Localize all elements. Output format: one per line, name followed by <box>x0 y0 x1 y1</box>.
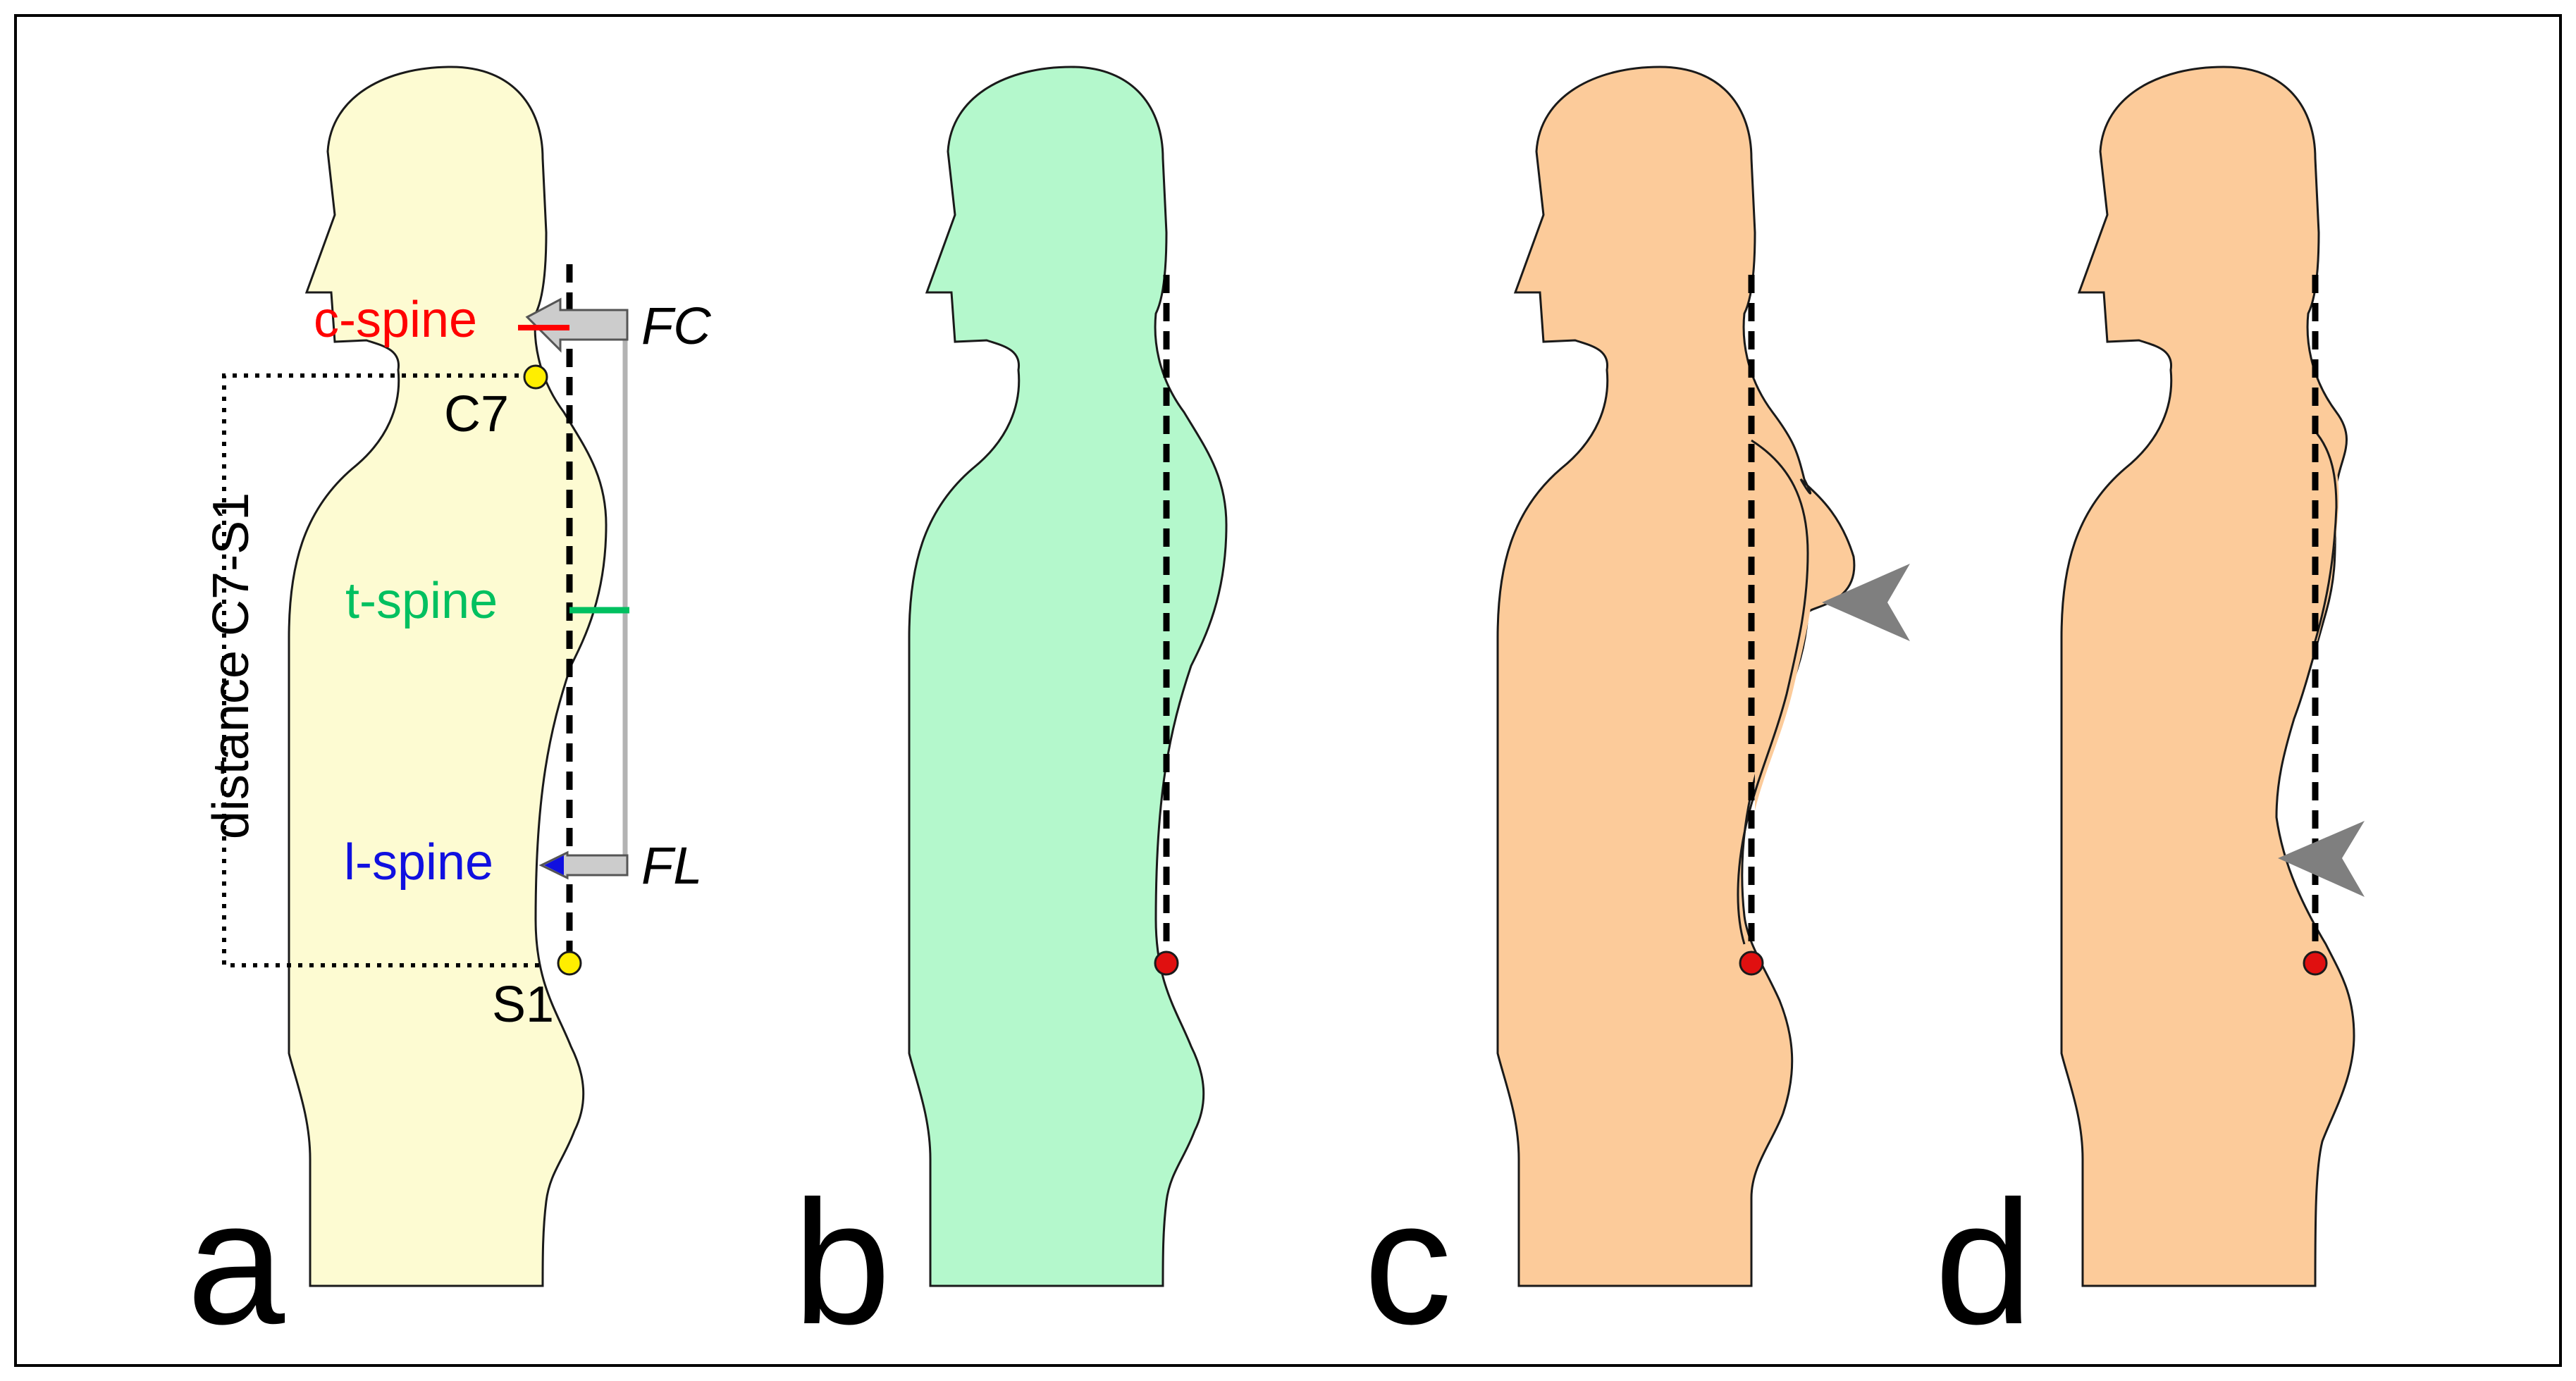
fc-label: FC <box>641 297 711 355</box>
fl-label: FL <box>641 836 702 895</box>
s1-label: S1 <box>492 977 554 1033</box>
panel-b: b <box>793 66 1228 1361</box>
l-spine-marker <box>544 855 564 875</box>
panel-letter-c: c <box>1364 1164 1452 1361</box>
s1-landmark-c <box>1739 950 1764 976</box>
body-silhouette-d <box>2060 66 2355 1287</box>
chest-overlay-d <box>2315 423 2339 648</box>
panel-a: distance C7-S1 c-spine t-spine l-spine C… <box>187 66 711 1361</box>
c7-landmark <box>523 364 548 390</box>
t-spine-label: t-spine <box>345 573 498 629</box>
panel-d: d <box>1935 66 2365 1361</box>
fc-arrow <box>525 297 629 353</box>
s1-landmark <box>557 950 582 976</box>
body-silhouette-c <box>1496 66 1856 1287</box>
lordosis-arrowhead-d <box>2278 821 2365 897</box>
panel-c: c <box>1364 66 1910 1361</box>
s1-landmark-b <box>1154 950 1179 976</box>
distance-bracket <box>222 373 543 967</box>
kyphosis-arrowhead-c <box>1822 564 1910 641</box>
back-curve-d <box>2312 428 2338 649</box>
back-curve-c <box>1737 439 1809 945</box>
panel-letter-b: b <box>793 1164 891 1361</box>
c7-label: C7 <box>444 386 509 442</box>
chest-overlay-c <box>1755 433 1815 810</box>
panel-letter-d: d <box>1935 1164 2033 1361</box>
c-spine-label: c-spine <box>314 292 477 348</box>
distance-label: distance C7-S1 <box>203 493 259 839</box>
panel-letter-a: a <box>187 1164 285 1361</box>
s1-landmark-d <box>2303 950 2328 976</box>
l-spine-label: l-spine <box>344 834 493 891</box>
